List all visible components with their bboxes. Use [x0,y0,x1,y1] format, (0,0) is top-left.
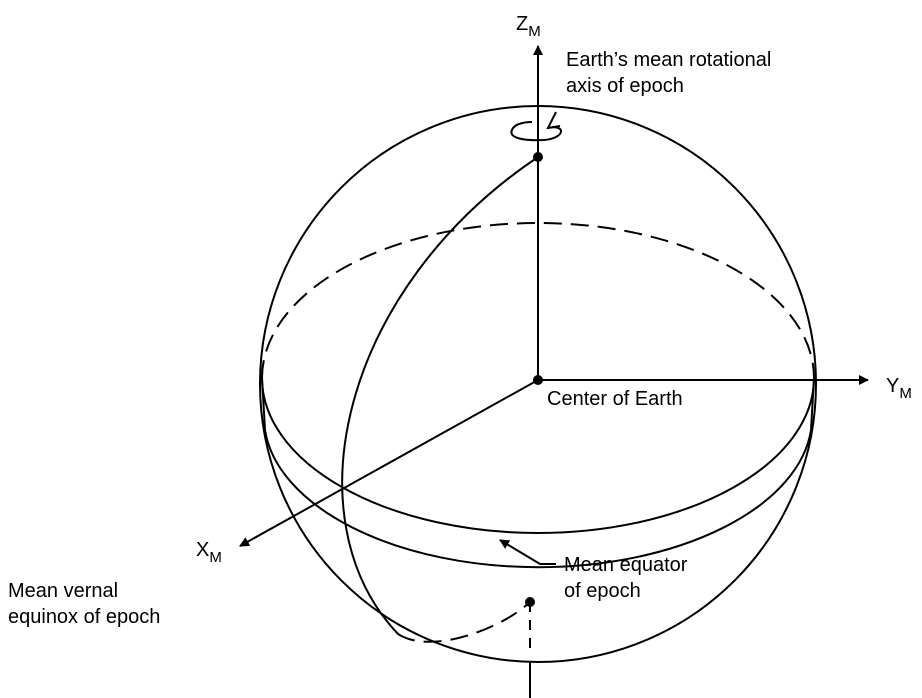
south-pole-point [525,597,535,607]
equator-band-right [810,377,815,431]
equator-back-dashed [261,222,815,379]
equator-front [261,377,815,534]
center-point [533,375,543,385]
equator-band-left [261,377,266,431]
meridian-back-dashed [397,601,531,643]
equator-pointer-arrow [499,539,556,565]
z-axis-label: ZM [516,13,541,40]
mean-equator-label: Mean equator of epoch [564,554,693,602]
y-axis-label: YM [886,375,912,402]
rotational-axis-label: Earth’s mean rotational axis of epoch [566,49,777,97]
equator-lower-edge [264,429,812,569]
rotation-arrow-icon [510,111,562,142]
vernal-equinox-label: Mean vernal equinox of epoch [8,580,160,628]
equinox-meridian [341,156,539,635]
center-of-earth-label: Center of Earth [547,388,683,410]
x-axis [239,379,539,547]
north-pole-point [533,152,543,162]
x-axis-label: XM [196,539,222,566]
